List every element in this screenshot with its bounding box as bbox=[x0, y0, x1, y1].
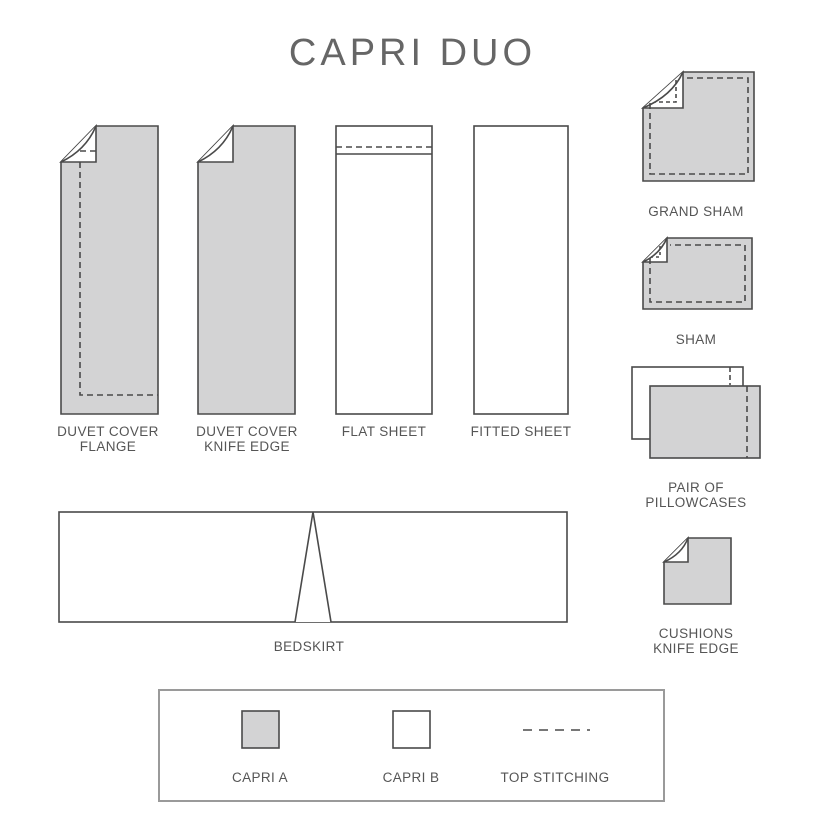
label-line: DUVET COVER bbox=[196, 424, 298, 439]
grand-sham-label: GRAND SHAM bbox=[636, 204, 756, 219]
label-line: GRAND SHAM bbox=[648, 204, 744, 219]
bedskirt-shape bbox=[58, 511, 568, 623]
label-line: PILLOWCASES bbox=[645, 495, 747, 510]
bedskirt-label: BEDSKIRT bbox=[249, 639, 369, 654]
label-line: KNIFE EDGE bbox=[204, 439, 290, 454]
sham-shape bbox=[641, 236, 753, 310]
label-line: PAIR OF bbox=[668, 480, 724, 495]
legend-capri-a-swatch bbox=[241, 710, 280, 749]
fitted-sheet-shape bbox=[473, 125, 569, 415]
duvet-cover-flange-shape bbox=[59, 124, 159, 415]
sham-label: SHAM bbox=[636, 332, 756, 347]
duvet-cover-knife-edge-label: DUVET COVER KNIFE EDGE bbox=[187, 424, 307, 454]
legend-top-stitching-label: TOP STITCHING bbox=[500, 770, 610, 785]
legend-box bbox=[158, 689, 665, 802]
duvet-cover-flange-label: DUVET COVER FLANGE bbox=[48, 424, 168, 454]
label-line: KNIFE EDGE bbox=[653, 641, 739, 656]
cushions-label: CUSHIONS KNIFE EDGE bbox=[636, 626, 756, 656]
page-title: CAPRI DUO bbox=[288, 32, 537, 74]
pillowcases-shape bbox=[631, 366, 761, 459]
legend-capri-b-swatch bbox=[392, 710, 431, 749]
flat-sheet-label: FLAT SHEET bbox=[324, 424, 444, 439]
label-line: CUSHIONS bbox=[658, 626, 734, 641]
legend-capri-a-label: CAPRI A bbox=[231, 770, 289, 785]
pillowcases-label: PAIR OF PILLOWCASES bbox=[636, 480, 756, 510]
legend-capri-b-label: CAPRI B bbox=[382, 770, 440, 785]
grand-sham-shape bbox=[640, 70, 755, 182]
duvet-cover-knife-edge-shape bbox=[196, 124, 296, 415]
label-line: BEDSKIRT bbox=[273, 639, 345, 654]
fitted-sheet-label: FITTED SHEET bbox=[461, 424, 581, 439]
label-line: SHAM bbox=[675, 332, 717, 347]
label-line: DUVET COVER bbox=[57, 424, 159, 439]
label-line: FLANGE bbox=[79, 439, 137, 454]
cushion-shape bbox=[662, 536, 732, 605]
label-line: FLAT SHEET bbox=[341, 424, 427, 439]
label-line: FITTED SHEET bbox=[470, 424, 572, 439]
flat-sheet-shape bbox=[335, 125, 433, 415]
